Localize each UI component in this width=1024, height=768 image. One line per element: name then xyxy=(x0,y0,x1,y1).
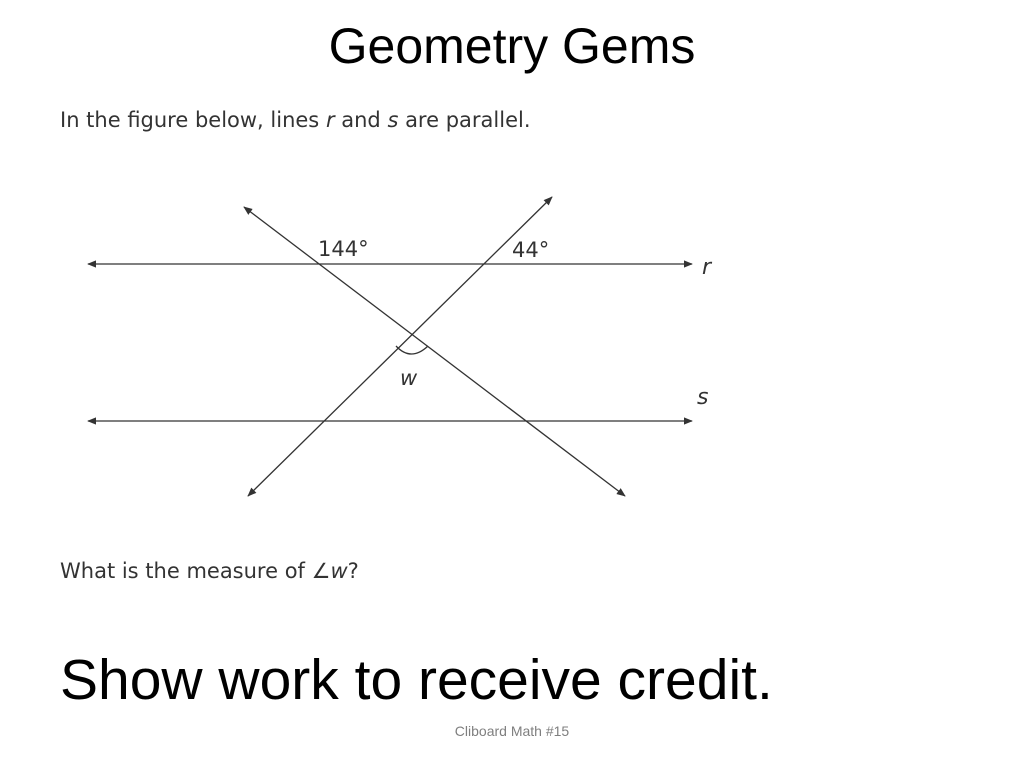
question-text-middle: and xyxy=(334,108,388,132)
transversal-descending xyxy=(243,206,626,497)
prompt-text-start: What is the measure of xyxy=(60,559,312,583)
slide-footer: Cliboard Math #15 xyxy=(454,723,570,739)
angle-w-arc xyxy=(395,345,429,355)
question-prompt: What is the measure of ∠w? xyxy=(60,559,359,583)
line-r-reference: r xyxy=(325,108,335,132)
angle-label-w: w xyxy=(400,366,418,390)
question-text-end: are parallel. xyxy=(398,108,531,132)
line-s-reference: s xyxy=(387,108,399,132)
angle-variable-w: w xyxy=(330,559,348,583)
question-text-start: In the figure below, lines xyxy=(60,108,326,132)
prompt-text-end: ? xyxy=(347,559,359,583)
line-label-r: r xyxy=(702,255,713,280)
angle-label-144: 144° xyxy=(318,237,369,261)
angle-symbol: ∠ xyxy=(311,559,331,583)
transversal-ascending xyxy=(247,196,553,497)
line-label-s: s xyxy=(697,385,708,410)
question-text: In the figure below, lines r and s are p… xyxy=(60,108,531,132)
angle-label-44: 44° xyxy=(512,238,549,262)
instruction-text: Show work to receive credit. xyxy=(60,648,773,712)
slide-title: Geometry Gems xyxy=(328,18,696,74)
